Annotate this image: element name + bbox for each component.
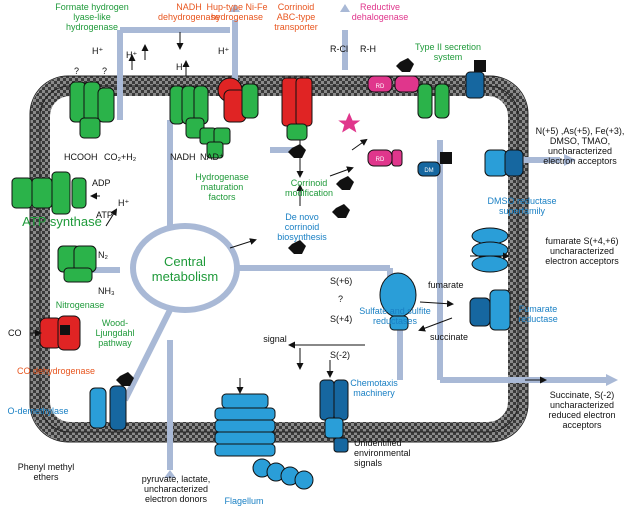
label-unidentified-signals: Unidentified environmental signals: [354, 438, 411, 468]
fumarate-reductase-complex: [469, 289, 511, 331]
chemotaxis-complex: [319, 379, 349, 439]
label-nadh-dehydrogenase: NADH dehydrogenase: [157, 2, 221, 22]
rd-cyto-tag: RD: [376, 157, 385, 163]
corrinoid-abc-transporter: [281, 77, 313, 158]
sulfite-reductase-complex: [379, 272, 417, 331]
label-question-2: ?: [102, 66, 108, 76]
label-nitrogenase: Nitrogenase: [55, 300, 105, 310]
label-atp: ATP: [96, 210, 113, 220]
acceptor-channel: [471, 227, 509, 273]
label-central-metabolism: Central metabolism: [151, 254, 219, 284]
label-fumarate-small: fumarate: [428, 280, 464, 290]
label-signal: signal: [263, 334, 287, 344]
label-hydrogenase-maturation: Hydrogenase maturation factors: [195, 172, 249, 202]
flow-arrowheads: [164, 4, 618, 478]
label-h-plus-5: H⁺: [118, 198, 130, 208]
unidentified-signal-icon: [333, 437, 349, 453]
dm-tag: DM: [424, 168, 433, 174]
label-s4: S(+4): [330, 314, 353, 324]
label-type2-secretion: Type II secretion system: [414, 42, 482, 62]
corrinoid-molecules: [288, 176, 354, 254]
label-reduced-acceptors: Succinate, S(-2) uncharacterized reduced…: [548, 390, 616, 430]
formate-hydrogenase-complex: [69, 81, 115, 139]
label-fumarate-reductase: Fumarate reductase: [518, 304, 558, 324]
label-sm2: S(-2): [330, 350, 350, 360]
rd-tag: RD: [376, 84, 385, 90]
hydrogenase-maturation-factors: [199, 127, 231, 159]
label-chemotaxis: Chemotaxis machinery: [350, 378, 398, 398]
label-corrinoid-modification: Corrinoid modification: [284, 178, 334, 198]
label-hup-hydrogenase: Hup-type Ni-Fe hydrogenase: [206, 2, 268, 22]
type2-secretion-system: [417, 60, 486, 119]
label-question-1: ?: [74, 66, 80, 76]
label-h-plus-1: H⁺: [92, 46, 104, 56]
reaction-arrows: [30, 32, 547, 394]
label-co: CO: [8, 328, 22, 338]
label-acceptors-n-as-fe: N(+5) ,As(+5), Fe(+3), DMSO, TMAO, uncha…: [535, 126, 625, 166]
label-flagellum: Flagellum: [224, 496, 264, 506]
hup-hydrogenase-complex: [217, 77, 259, 123]
label-dmso-superfamily: DMSO reductase superfamily: [487, 196, 557, 216]
label-succinate-small: succinate: [430, 332, 469, 342]
label-h-plus-2: H⁺: [126, 50, 138, 60]
o-demethylase-complex: [89, 372, 134, 431]
dmso-reductase-complex: [484, 149, 524, 177]
reductive-dehalogenase-complex: RD: [367, 58, 420, 93]
label-h-plus-4: H⁺: [218, 46, 230, 56]
cytoplasmic-rd-dm: RD DM: [338, 112, 452, 177]
label-de-novo-corrinoid: De novo corrinoid biosynthesis: [277, 212, 327, 242]
label-question-3: ?: [338, 294, 344, 304]
label-nh3: NH₃: [98, 286, 115, 296]
nadh-dehydrogenase-complex: [169, 85, 209, 139]
co-dehydrogenase-complex: [39, 315, 81, 351]
central-metabolism: [130, 223, 240, 313]
label-wood-ljungdahl: Wood- Ljungdahl pathway: [95, 318, 135, 348]
label-o-demethylase: O-demethylase: [7, 406, 69, 416]
label-s6: S(+6): [330, 276, 353, 286]
label-reductive-dehalogenase: Reductive dehalogenase: [351, 2, 409, 22]
label-electron-donors: pyruvate, lactate, uncharacterized elect…: [141, 474, 211, 504]
label-atp-synthase: ATP synthase: [22, 214, 102, 229]
label-co-dehydrogenase: CO dehydrogenase: [16, 366, 96, 376]
label-n2: N₂: [98, 250, 108, 260]
atp-synthase-complex: [11, 171, 87, 215]
label-rh: R-H: [360, 44, 376, 54]
label-co2-h2: CO₂+H₂: [104, 152, 137, 162]
metabolic-flow-arrows: [70, 20, 610, 470]
label-sulfate-sulfite: Sulfate and sulfite reductases: [359, 306, 431, 326]
flagellum-structure: [214, 393, 314, 490]
nitrogenase-complex: [57, 245, 97, 283]
label-rcl: R-Cl: [330, 44, 348, 54]
label-phenyl-methyl-ethers: Phenyl methyl ethers: [17, 462, 75, 482]
label-hcooh: HCOOH: [64, 152, 98, 162]
label-adp: ADP: [92, 178, 111, 188]
label-acceptors-fumarate: fumarate S(+4,+6) uncharacterized electr…: [545, 236, 619, 266]
label-h-plus-3: H⁺: [176, 62, 188, 72]
label-nad: NAD⁺: [200, 152, 224, 162]
label-corrinoid-abc: Corrinoid ABC-type transporter: [274, 2, 318, 32]
label-formate-hydrogenase: Formate hydrogen lyase-like hydrogenase: [55, 2, 129, 32]
label-nadh: NADH: [170, 152, 196, 162]
